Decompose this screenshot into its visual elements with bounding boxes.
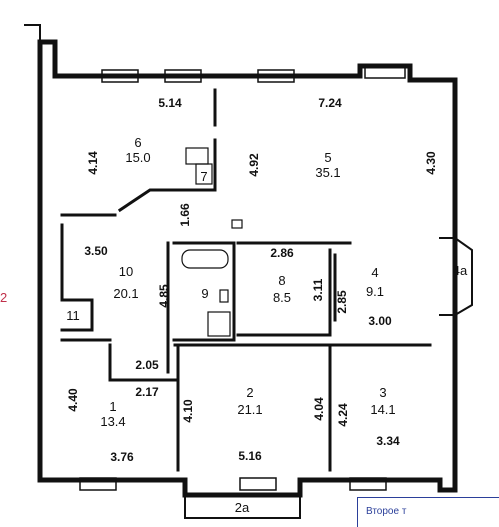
room-9-number: 9 <box>201 286 208 301</box>
dim-corridor: 1.66 <box>178 203 192 227</box>
balcony-4a-label: 4a <box>453 263 468 278</box>
room-8-number: 8 <box>278 273 285 288</box>
window <box>364 65 406 79</box>
wall-11 <box>60 298 94 332</box>
room-10-number: 10 <box>119 264 133 279</box>
left-edge-mark: 2 <box>0 290 8 305</box>
balcony-2a-label: 2a <box>235 500 250 515</box>
window <box>239 477 277 491</box>
dim-r2-width: 5.16 <box>238 449 262 463</box>
room-6-number: 6 <box>134 135 141 150</box>
window <box>257 69 295 83</box>
outer-wall-top-left <box>24 24 41 43</box>
vent <box>231 219 243 229</box>
dim-r2-left: 4.10 <box>181 399 195 423</box>
balcony-4a-outline <box>439 237 473 316</box>
window <box>164 69 202 83</box>
window <box>79 477 117 491</box>
balcony-2a-outline <box>184 494 301 519</box>
room-1-area: 13.4 <box>100 414 125 429</box>
room-3-number: 3 <box>379 385 386 400</box>
dim-r6-height: 4.14 <box>86 151 100 175</box>
wall-9-box <box>172 241 236 342</box>
room-4-area: 9.1 <box>366 284 384 299</box>
room-6-area: 15.0 <box>125 150 150 165</box>
dim-r1-height: 4.40 <box>66 388 80 412</box>
window <box>101 69 139 83</box>
dim-r3-width: 3.34 <box>376 434 400 448</box>
room-5-number: 5 <box>324 150 331 165</box>
room-8-area: 8.5 <box>273 290 291 305</box>
room-4-number: 4 <box>371 265 378 280</box>
dim-r5-right: 4.30 <box>424 151 438 175</box>
title-stamp: Второе т <box>357 497 499 527</box>
room-2-number: 2 <box>246 385 253 400</box>
bathtub <box>181 249 229 269</box>
stamp-text: Второе т <box>366 506 407 517</box>
dim-hall-w1: 2.05 <box>135 358 159 372</box>
room-10-area: 20.1 <box>113 286 138 301</box>
window <box>349 477 387 491</box>
room-2-area: 21.1 <box>237 402 262 417</box>
room-7-number: 7 <box>200 169 207 184</box>
room-11-number: 11 <box>66 308 80 323</box>
dim-r4-left: 2.85 <box>335 290 349 314</box>
dim-r8-height: 3.11 <box>311 278 325 301</box>
shower-tray <box>207 311 231 337</box>
dim-r4-bottom: 3.00 <box>368 314 392 328</box>
room-1-number: 1 <box>109 399 116 414</box>
room-5-area: 35.1 <box>315 165 340 180</box>
sink-7 <box>185 147 209 165</box>
stove-7 <box>195 163 213 185</box>
toilet <box>219 289 229 303</box>
dim-r3-left: 4.24 <box>336 403 350 427</box>
dim-r1-width: 3.76 <box>110 450 134 464</box>
wall-1-right <box>108 343 180 382</box>
wall-6-diag <box>117 138 217 213</box>
dim-r10-width: 3.50 <box>84 244 108 258</box>
dim-r6-width: 5.14 <box>158 96 182 110</box>
dim-hall-w2: 2.17 <box>135 385 159 399</box>
room-3-area: 14.1 <box>370 402 395 417</box>
dim-r10-height: 4.85 <box>157 284 171 308</box>
dim-r8-width: 2.86 <box>270 246 294 260</box>
dim-r5-left: 4.92 <box>247 153 261 177</box>
dim-r5-width: 7.24 <box>318 96 342 110</box>
dim-r2-right: 4.04 <box>312 397 326 421</box>
